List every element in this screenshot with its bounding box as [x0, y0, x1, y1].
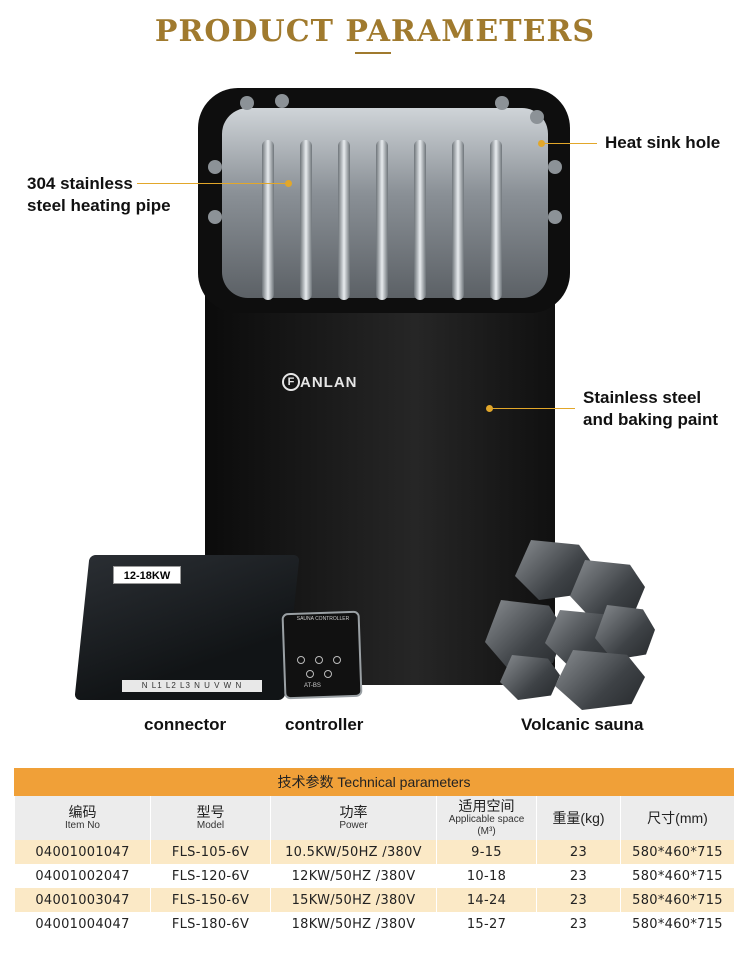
- controller-title: SAUNA CONTROLLER: [296, 616, 350, 622]
- controller-model: AT-BS: [304, 683, 321, 689]
- heat-sink-hole: [208, 210, 222, 224]
- heat-sink-hole: [240, 96, 254, 110]
- page-title: PRODUCT PARAMETERS: [154, 14, 596, 49]
- column-header-en: Power: [339, 820, 368, 831]
- table-row: 04001001047 FLS-105-6V 10.5KW/50HZ /380V…: [14, 840, 735, 864]
- table-heading: 技术参数 Technical parameters: [14, 768, 734, 796]
- callout-heat-sink-hole: Heat sink hole: [605, 133, 721, 152]
- cell-item-no: 04001002047: [14, 864, 151, 888]
- power-key-icon: [333, 656, 341, 664]
- cell-item-no: 04001001047: [14, 840, 151, 864]
- callout-baking-paint: Stainless steel and baking paint: [583, 387, 718, 431]
- table-header-row: 编码 Item No 型号 Model 功率 Power 适用空间 Applic…: [14, 796, 735, 840]
- cell-size: 580*460*715: [620, 912, 735, 936]
- column-header-cn: 功率: [339, 804, 368, 820]
- parameters-grid: 编码 Item No 型号 Model 功率 Power 适用空间 Applic…: [14, 796, 735, 936]
- callout-heating-pipe-line1: 304 stainless: [27, 174, 133, 193]
- leader-dot: [285, 180, 292, 187]
- brand-logo-mark: F: [282, 373, 300, 391]
- cell-weight: 23: [536, 888, 621, 912]
- caption-volcanic-sauna: Volcanic sauna: [521, 715, 644, 734]
- cell-model: FLS-150-6V: [150, 888, 271, 912]
- column-header-en: Applicable space: [448, 814, 525, 825]
- controller-panel: [281, 610, 363, 700]
- cell-model: FLS-120-6V: [150, 864, 271, 888]
- cell-space: 14-24: [436, 888, 537, 912]
- leader-dot: [538, 140, 545, 147]
- heating-pipe: [414, 140, 426, 300]
- table-row: 04001002047 FLS-120-6V 12KW/50HZ /380V 1…: [14, 864, 735, 888]
- callout-baking-paint-line1: Stainless steel: [583, 388, 702, 407]
- light-key-icon: [315, 656, 323, 664]
- cell-space: 15-27: [436, 912, 537, 936]
- callout-heating-pipe-line2: steel heating pipe: [27, 196, 171, 215]
- heating-pipe: [490, 140, 502, 300]
- column-header-model: 型号 Model: [150, 796, 271, 840]
- leader-line: [137, 183, 287, 184]
- leader-dot: [486, 405, 493, 412]
- heating-pipe: [338, 140, 350, 300]
- column-header-size: 尺寸(mm): [620, 796, 735, 840]
- column-header-unit: (M³): [477, 826, 496, 837]
- column-header-weight: 重量(kg): [536, 796, 621, 840]
- column-header-en: Item No: [64, 820, 100, 831]
- column-header-cn: 编码: [68, 804, 97, 820]
- heat-sink-hole: [548, 160, 562, 174]
- caption-connector: connector: [144, 715, 227, 734]
- callout-baking-paint-line2: and baking paint: [583, 410, 719, 429]
- stone: [555, 650, 645, 710]
- connector-power-badge: 12-18KW: [113, 566, 181, 584]
- cell-size: 580*460*715: [620, 840, 735, 864]
- heat-sink-hole: [208, 160, 222, 174]
- column-header-applicable-space: 适用空间 Applicable space (M³): [436, 796, 537, 840]
- caption-controller: controller: [285, 715, 364, 734]
- down-key-icon: [324, 670, 332, 678]
- heat-sink-hole: [530, 110, 544, 124]
- table-row: 04001003047 FLS-150-6V 15KW/50HZ /380V 1…: [14, 888, 735, 912]
- cell-weight: 23: [536, 912, 621, 936]
- title-underline: [355, 52, 391, 54]
- leader-line: [490, 408, 575, 409]
- cell-size: 580*460*715: [620, 888, 735, 912]
- up-key-icon: [306, 670, 314, 678]
- leader-line: [542, 143, 597, 144]
- heating-pipe: [376, 140, 388, 300]
- cell-space: 9-15: [436, 840, 537, 864]
- cell-model: FLS-105-6V: [150, 840, 271, 864]
- column-header-cn: 重量(kg): [552, 810, 605, 826]
- cell-model: FLS-180-6V: [150, 912, 271, 936]
- cell-size: 580*460*715: [620, 864, 735, 888]
- power-key-icon: [297, 656, 305, 664]
- table-row: 04001004047 FLS-180-6V 18KW/50HZ /380V 1…: [14, 912, 735, 936]
- heat-sink-hole: [548, 210, 562, 224]
- cell-power: 15KW/50HZ /380V: [270, 888, 437, 912]
- heating-pipe: [300, 140, 312, 300]
- column-header-cn: 型号: [196, 804, 225, 820]
- cell-power: 12KW/50HZ /380V: [270, 864, 437, 888]
- column-header-cn: 尺寸(mm): [647, 810, 708, 826]
- cell-item-no: 04001003047: [14, 888, 151, 912]
- cell-power: 10.5KW/50HZ /380V: [270, 840, 437, 864]
- heating-pipe: [452, 140, 464, 300]
- heat-sink-hole: [495, 96, 509, 110]
- heat-sink-hole: [275, 94, 289, 108]
- callout-heating-pipe: 304 stainless steel heating pipe: [27, 173, 171, 217]
- cell-item-no: 04001004047: [14, 912, 151, 936]
- technical-parameters-table: 技术参数 Technical parameters 编码 Item No 型号 …: [14, 768, 735, 936]
- column-header-power: 功率 Power: [270, 796, 437, 840]
- connector-terminal-strip: N L1 L2 L3 N U V W N: [122, 680, 262, 692]
- brand-logo: ANLAN: [300, 374, 358, 391]
- cell-power: 18KW/50HZ /380V: [270, 912, 437, 936]
- cell-weight: 23: [536, 840, 621, 864]
- column-header-item-no: 编码 Item No: [14, 796, 151, 840]
- column-header-en: Model: [196, 820, 225, 831]
- connector-box: [74, 555, 300, 700]
- heating-pipe: [262, 140, 274, 300]
- cell-space: 10-18: [436, 864, 537, 888]
- column-header-cn: 适用空间: [458, 798, 515, 814]
- cell-weight: 23: [536, 864, 621, 888]
